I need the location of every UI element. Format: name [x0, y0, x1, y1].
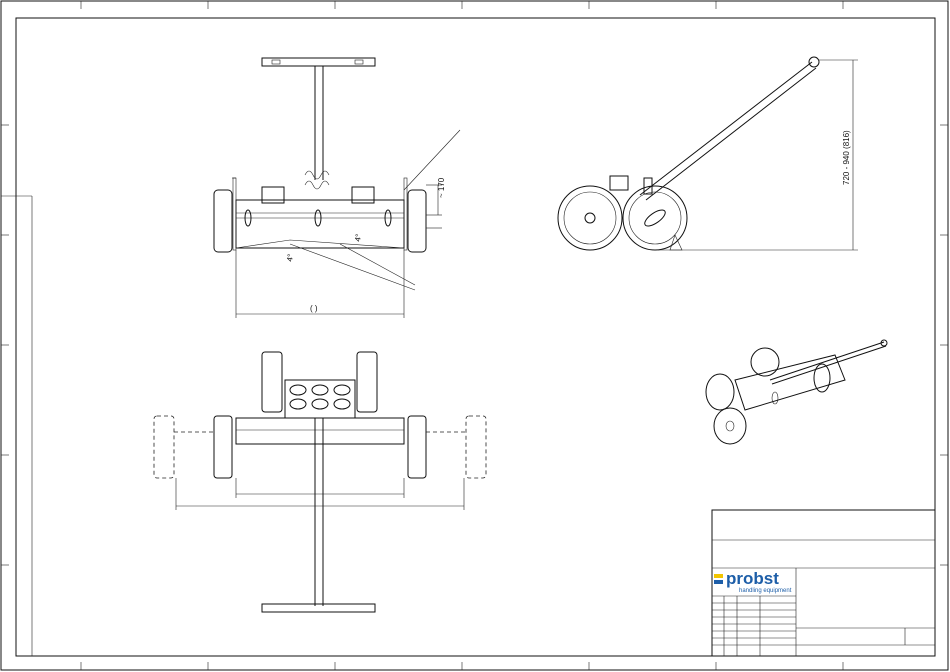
front-view — [214, 58, 460, 318]
inner-frame — [16, 18, 935, 656]
side-offset-dimension: ~ 170 — [437, 177, 446, 198]
front-width-dimension: ( ) — [310, 304, 318, 313]
logo-wordmark: probst — [726, 569, 779, 588]
angle-left-label: 4° — [285, 253, 295, 262]
top-view — [154, 352, 486, 612]
isometric-view — [706, 340, 887, 444]
logo-tagline: handling equipment — [739, 588, 792, 594]
probst-logo: probst handling equipment — [714, 569, 792, 594]
side-view — [558, 57, 858, 250]
logo-blue-bar — [714, 580, 723, 584]
angle-right-label: 4° — [353, 233, 363, 242]
logo-yellow-bar — [714, 574, 723, 578]
height-range-dimension: 720 - 940 (816) — [842, 130, 851, 185]
